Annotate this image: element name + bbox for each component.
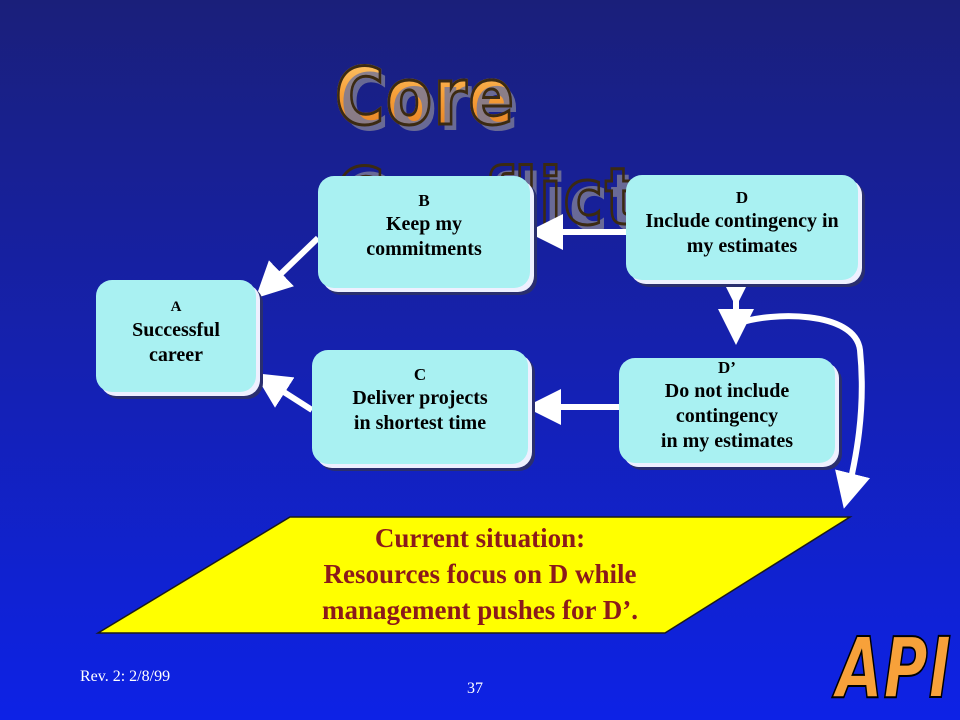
box-dprime-line-1: Do not include xyxy=(664,380,790,402)
box-d-label: D xyxy=(735,188,749,207)
box-d-include-contingency: D Include contingency in my estimates xyxy=(626,175,858,280)
box-b-keep-commitments: B Keep my commitments xyxy=(318,176,530,288)
curved-arrow-to-note xyxy=(738,313,871,509)
box-a-line-2: career xyxy=(148,344,204,366)
box-a-label: A xyxy=(170,299,182,315)
box-d-line-1: Include contingency in xyxy=(645,210,839,232)
box-c-deliver-projects: C Deliver projects in shortest time xyxy=(312,350,528,464)
box-b-label: B xyxy=(418,191,430,210)
box-b-line-1: Keep my xyxy=(385,213,463,235)
revision-label: Rev. 2: 2/8/99 xyxy=(80,668,171,685)
note-line-3: management pushes for D’. xyxy=(322,595,638,625)
box-dprime-line-3: in my estimates xyxy=(660,430,794,452)
note-line-2: Resources focus on D while xyxy=(323,559,637,589)
box-c-label: C xyxy=(413,365,427,384)
note-line-1: Current situation: xyxy=(374,523,586,553)
box-a-line-1: Successful xyxy=(132,319,220,341)
box-dprime-no-contingency: D’ Do not include contingency in my esti… xyxy=(619,358,835,463)
box-a-successful-career: A Successful career xyxy=(96,280,256,392)
current-situation-note-shape xyxy=(95,516,853,634)
arrow-c-to-a xyxy=(254,373,314,413)
box-dprime-line-2: contingency xyxy=(675,405,779,427)
box-dprime-label: D’ xyxy=(718,358,736,377)
box-c-line-1: Deliver projects xyxy=(352,387,488,409)
box-d-line-2: my estimates xyxy=(686,235,798,257)
box-b-line-2: commitments xyxy=(366,238,482,260)
api-logo: API xyxy=(835,619,952,717)
arrow-b-to-a xyxy=(255,235,321,299)
page-number: 37 xyxy=(467,680,483,697)
current-situation-note-text: Current situation: Resources focus on D … xyxy=(230,520,730,628)
box-c-line-2: in shortest time xyxy=(353,412,487,434)
